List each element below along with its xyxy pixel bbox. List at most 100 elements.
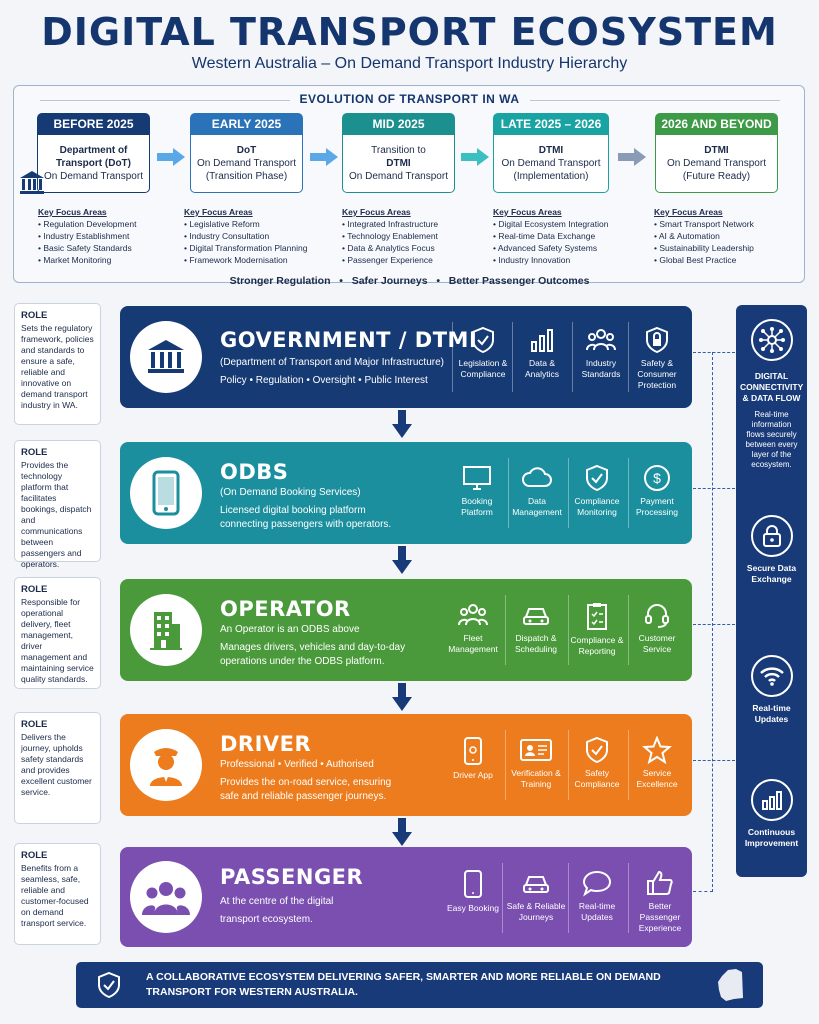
phase-line: DTMI — [704, 145, 729, 156]
feature-compliance: Compliance Monitoring — [568, 464, 626, 518]
bar-chart-icon — [750, 779, 793, 821]
layer-line: Manages drivers, vehicles and day-to-day — [220, 642, 406, 653]
smartphone-icon — [464, 870, 482, 898]
benefit: Better Passenger Outcomes — [448, 275, 590, 287]
arrow-down-icon — [392, 546, 412, 574]
feature-legislation: Legislation & Compliance — [454, 326, 512, 380]
focus-item: Industry Innovation — [493, 254, 643, 266]
sidebar-item-label: Real-time Updates — [752, 703, 791, 724]
network-icon — [750, 319, 793, 361]
smartphone-icon — [464, 737, 482, 765]
feature-safety: Safety & Consumer Protection — [628, 326, 686, 391]
feature-label: Data Management — [512, 496, 562, 517]
office-building-icon — [130, 594, 202, 666]
feature-label: Data & Analytics — [524, 358, 559, 379]
arrow-right-icon — [461, 148, 489, 166]
phase-line: DoT — [236, 145, 257, 156]
sidebar-item-label: Continuous Improvement — [744, 827, 799, 848]
phase-card: 2026 AND BEYOND DTMI On Demand Transport… — [655, 113, 778, 193]
phase-card: BEFORE 2025 Department of Transport (DoT… — [37, 113, 150, 193]
layer-line: transport ecosystem. — [220, 914, 313, 925]
data-flow-connector — [693, 760, 735, 761]
focus-item: Advanced Safety Systems — [493, 242, 643, 254]
data-flow-connector — [693, 891, 713, 892]
feature-compliance-reporting: Compliance & Reporting — [568, 601, 626, 657]
layer-title: GOVERNMENT / DTMI — [220, 328, 478, 352]
thumbs-up-icon — [647, 870, 673, 895]
driver-icon — [130, 729, 202, 801]
layer-title: DRIVER — [220, 732, 312, 756]
phase-card: EARLY 2025 DoT On Demand Transport (Tran… — [190, 113, 303, 193]
phase-line: On Demand Transport — [501, 158, 601, 169]
focus-list: Key Focus Areas Regulation Development I… — [38, 206, 158, 266]
layer-line: Professional • Verified • Authorised — [220, 759, 374, 770]
feature-easy-booking: Easy Booking — [444, 869, 502, 914]
star-icon — [642, 736, 672, 764]
focus-heading: Key Focus Areas — [493, 207, 562, 217]
focus-item: Industry Consultation — [184, 230, 324, 242]
layer-line: (On Demand Booking Services) — [220, 487, 361, 498]
page-title: DIGITAL TRANSPORT ECOSYSTEM — [41, 10, 778, 54]
phase-label: EARLY 2025 — [190, 113, 303, 135]
data-flow-connector — [693, 488, 735, 489]
focus-item: Real-time Data Exchange — [493, 230, 643, 242]
focus-item: AI & Automation — [654, 230, 794, 242]
feature-customer-service: Customer Service — [628, 601, 686, 655]
phase-line: (Implementation) — [513, 171, 589, 182]
phase-line: Department of — [59, 145, 128, 156]
focus-item: Sustainability Leadership — [654, 242, 794, 254]
focus-item: Integrated Infrastructure — [342, 218, 482, 230]
feature-label: Better Passenger Experience — [638, 901, 682, 933]
wifi-icon — [750, 655, 793, 697]
role-text: Provides the technology platform that fa… — [21, 460, 92, 569]
dollar-icon: $ — [644, 465, 670, 491]
feature-label: Real-time Updates — [578, 901, 616, 922]
layer-line: (Department of Transport and Major Infra… — [220, 357, 444, 368]
role-text: Responsible for operational delivery, fl… — [21, 597, 94, 684]
feature-service-excellence: Service Excellence — [628, 736, 686, 790]
page-subtitle: Western Australia – On Demand Transport … — [191, 55, 628, 72]
focus-item: Regulation Development — [38, 218, 158, 230]
feature-label: Industry Standards — [581, 358, 621, 379]
chat-bubble-icon — [582, 870, 612, 897]
feature-booking: Booking Platform — [448, 464, 506, 518]
id-card-icon — [520, 739, 552, 761]
layer-title: OPERATOR — [220, 597, 351, 621]
feature-verification: Verification & Training — [507, 736, 565, 790]
data-flow-line — [712, 352, 713, 892]
focus-heading: Key Focus Areas — [342, 207, 411, 217]
bar-chart-icon — [531, 329, 553, 352]
sidebar-heading: DIGITAL CONNECTIVITY & DATA FLOW — [740, 371, 804, 403]
phase-line: Transition to — [371, 145, 426, 156]
feature-data: Data & Analytics — [513, 326, 571, 380]
phase-line: DTMI — [538, 145, 564, 156]
arrow-down-icon — [392, 818, 412, 846]
headset-icon — [645, 604, 669, 628]
feature-label: Booking Platform — [461, 496, 493, 517]
shield-check-icon — [586, 736, 608, 764]
layer-passenger: PASSENGER At the centre of the digital t… — [120, 847, 692, 947]
phase-line: (Future Ready) — [682, 171, 751, 182]
phase-line: On Demand Transport — [197, 158, 296, 169]
layer-line: Provides the on-road service, ensuring — [220, 777, 392, 788]
benefits-line: Stronger Regulation • Safer Journeys • B… — [0, 275, 819, 287]
layer-line: safe and reliable passenger journeys. — [220, 791, 387, 802]
layer-odbs: ODBS (On Demand Booking Services) Licens… — [120, 442, 692, 544]
layer-line: Licensed digital booking platform — [220, 505, 366, 516]
focus-heading: Key Focus Areas — [654, 207, 723, 217]
layer-title: ODBS — [220, 460, 289, 484]
focus-list: Key Focus Areas Integrated Infrastructur… — [342, 206, 482, 266]
layer-line: At the centre of the digital — [220, 896, 334, 907]
feature-data-management: Data Management — [508, 464, 566, 518]
layer-driver: DRIVER Professional • Verified • Authori… — [120, 714, 692, 816]
government-building-icon — [130, 321, 202, 393]
smartphone-icon — [130, 457, 202, 529]
layer-operator: OPERATOR An Operator is an ODBS above Ma… — [120, 579, 692, 681]
western-australia-map-icon — [718, 969, 743, 1001]
shield-check-icon — [98, 971, 120, 999]
evolution-title: EVOLUTION OF TRANSPORT IN WA — [299, 92, 520, 106]
feature-payment: $Payment Processing — [628, 464, 686, 518]
